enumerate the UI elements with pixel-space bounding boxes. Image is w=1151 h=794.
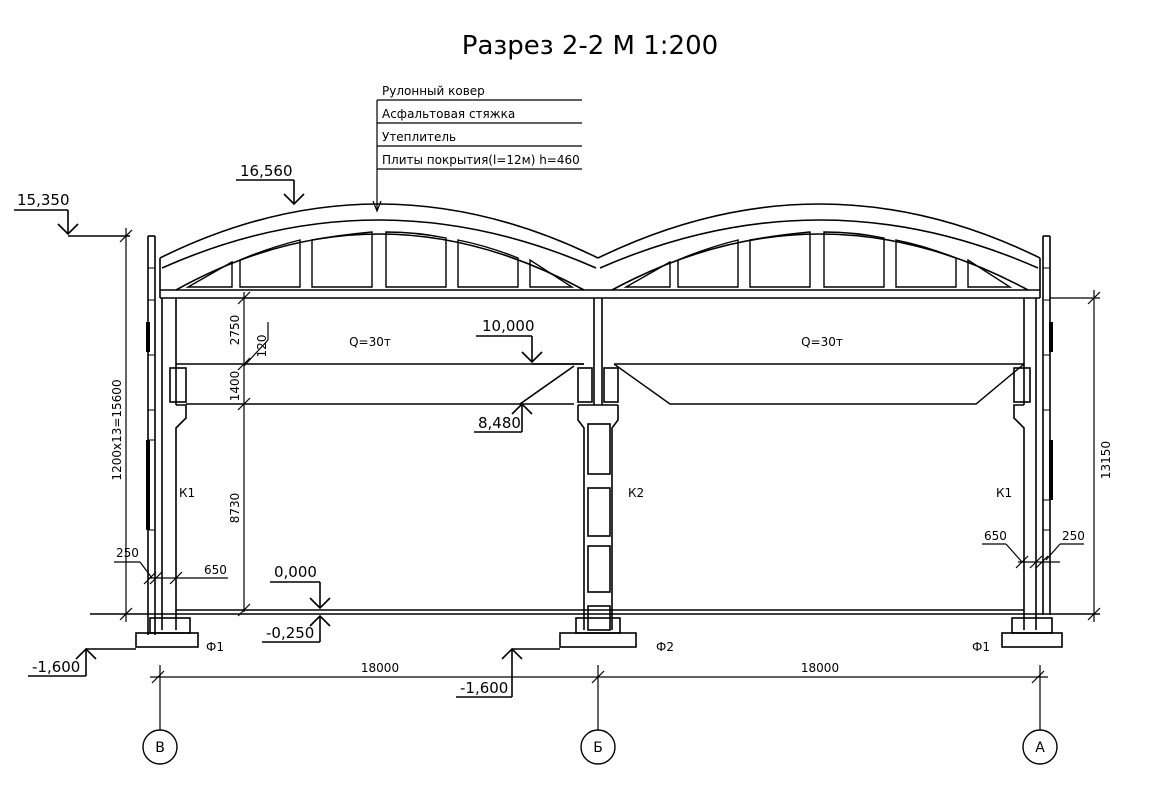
dim-upper-part: 2750 [228, 315, 242, 346]
drawing-title: Разрез 2-2 М 1:200 [462, 31, 718, 61]
elevation-mark-floor [270, 581, 331, 610]
roof-layer-1: Рулонный ковер [382, 84, 485, 98]
dim-right-height: 13150 [1099, 441, 1113, 479]
foundation-center [559, 617, 637, 648]
elevation-mark-footing-center [456, 647, 560, 698]
axis-label-a: А [1035, 740, 1045, 756]
dim-wall-height: 1200х13=15600 [110, 379, 124, 480]
column-center [577, 298, 619, 631]
elevation-mark-ground [262, 614, 331, 643]
roof-layer-2: Асфальтовая стяжка [382, 107, 515, 121]
elevation-ground: -0,250 [266, 624, 314, 642]
dimension-left-bottom [114, 561, 228, 585]
elevation-mark-parapet [14, 209, 130, 237]
elevation-parapet: 15,350 [17, 191, 70, 209]
left-wall-windows [146, 322, 150, 530]
truss-openings-right [623, 231, 1013, 288]
dimension-right-height [1050, 290, 1101, 622]
foundation-label-right: Ф1 [972, 640, 990, 654]
dim-span-left: 18000 [361, 661, 399, 675]
truss-openings-left [185, 231, 575, 288]
right-wall-windows [1049, 322, 1053, 500]
elevation-mark-rail [474, 365, 575, 433]
dimension-spans [150, 670, 1048, 684]
column-left [161, 298, 187, 630]
crane-right [613, 363, 1025, 405]
roof-layers-callout [372, 99, 582, 213]
dimension-column-chain [237, 291, 269, 617]
dim-column-width-right: 650 [984, 529, 1007, 543]
column-label-right: К1 [996, 486, 1012, 500]
axis-label-v: В [155, 740, 165, 756]
crane-right-label: Q=30т [801, 335, 843, 349]
axis-label-b: Б [593, 740, 603, 756]
elevation-mark-footing-left [28, 647, 136, 677]
dimension-right-bottom [982, 543, 1084, 569]
column-label-left: К1 [179, 486, 195, 500]
foundation-right [1001, 617, 1063, 648]
foundation-label-left: Ф1 [206, 640, 224, 654]
dim-column-width-left: 650 [204, 563, 227, 577]
wall-panel-ticks [148, 267, 1050, 531]
roof-trusses [159, 203, 1041, 299]
right-wall [1042, 235, 1051, 615]
dim-lower-part: 8730 [228, 493, 242, 524]
elevation-mark-roof-top [236, 179, 305, 206]
crane-left-label: Q=30т [349, 335, 391, 349]
foundation-label-center: Ф2 [656, 640, 674, 654]
column-right [1013, 298, 1037, 630]
dimension-wall-height [119, 228, 133, 622]
dim-span-right: 18000 [801, 661, 839, 675]
axis-markers [142, 729, 1058, 765]
roof-layer-3: Утеплитель [382, 130, 456, 144]
elevation-mark-beam [476, 335, 584, 365]
column-label-center: К2 [628, 486, 644, 500]
axis-lines [159, 665, 1041, 730]
elevation-roof-top: 16,560 [240, 162, 293, 180]
elevation-footing-center: -1,600 [460, 679, 508, 697]
dim-wall-thickness-left: 250 [116, 546, 139, 560]
elevation-beam-bottom: 10,000 [482, 317, 535, 335]
elevation-floor: 0,000 [274, 563, 317, 581]
left-wall [147, 235, 156, 635]
dim-wall-thickness-right: 250 [1062, 529, 1085, 543]
roof-layer-4: Плиты покрытия(l=12м) h=460 [382, 153, 580, 167]
elevation-footing-left: -1,600 [32, 658, 80, 676]
dim-crane-beam: 1400 [228, 371, 242, 402]
elevation-rail: 8,480 [478, 414, 521, 432]
dim-rail-offset: 120 [255, 335, 269, 358]
foundation-left [135, 617, 199, 648]
floor-lines [90, 609, 1100, 615]
